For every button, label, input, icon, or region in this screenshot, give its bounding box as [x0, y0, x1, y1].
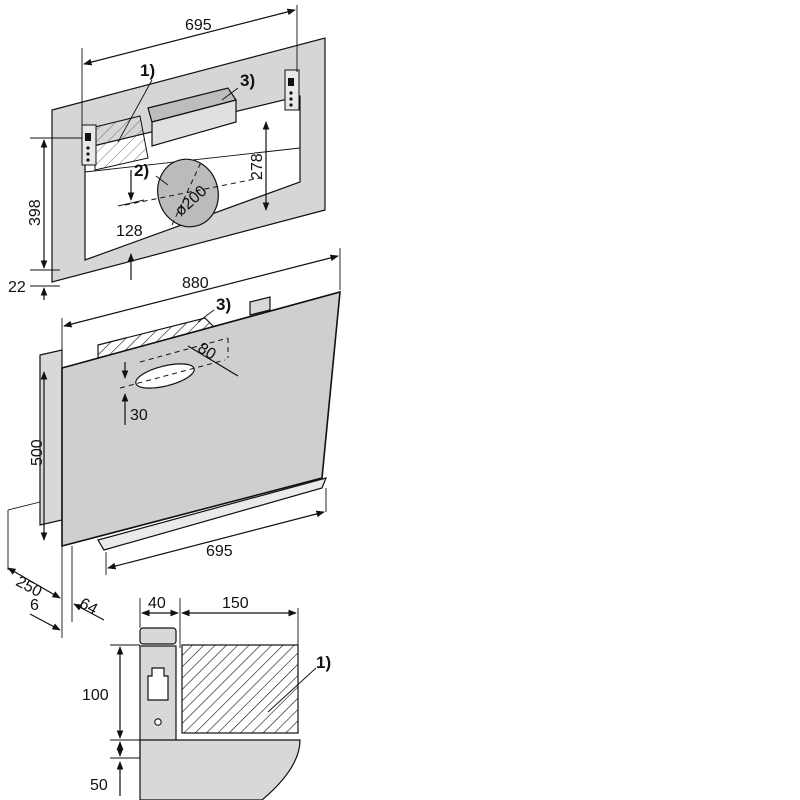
- dim-22: 22: [8, 279, 26, 296]
- right-side-support: [249, 296, 271, 316]
- dim-line-80: [187, 345, 239, 377]
- dim-880: 880: [182, 275, 209, 292]
- dim-150: 150: [222, 595, 249, 612]
- label-2-top: 2): [134, 161, 149, 180]
- wall-mounting-view: 695 1) 3) 2) 278 ø200 128 398 22: [8, 5, 326, 300]
- dim-40: 40: [148, 595, 166, 612]
- leader-3-front: [197, 309, 215, 323]
- dim-line-695-bottom: [107, 510, 325, 570]
- ext-line-250: [7, 501, 41, 511]
- leader-2-top: [155, 175, 169, 186]
- duct-3: [147, 87, 237, 147]
- dim-line-64: [73, 603, 105, 621]
- right-bracket: [284, 69, 300, 111]
- left-bracket: [81, 124, 97, 166]
- mount-hole-upper: [154, 718, 162, 726]
- label-3-top: 3): [240, 71, 255, 90]
- dim-80: 80: [195, 340, 219, 364]
- opening-dash-line: [119, 359, 226, 389]
- dim-line-880: [63, 254, 339, 328]
- dim-128: 128: [116, 223, 143, 240]
- dim-30: 30: [130, 407, 148, 424]
- leader-1-top: [117, 79, 153, 143]
- hood-panel: [61, 290, 341, 548]
- center-line-horizontal: [124, 177, 261, 206]
- dim-50: 50: [90, 777, 108, 794]
- detail-bracket-cap: [139, 627, 177, 645]
- dim-398: 398: [27, 199, 44, 226]
- label-1-top: 1): [140, 61, 155, 80]
- dim-695-bottom: 695: [206, 543, 233, 560]
- leader-1-detail: [267, 667, 317, 713]
- opening-dash-top: [139, 337, 229, 363]
- leader-3-top: [221, 87, 239, 101]
- dim-line-250: [7, 567, 61, 599]
- dim-128-tick: [117, 199, 145, 207]
- center-line-diagonal: [171, 159, 203, 226]
- keyhole-slot-icon: [147, 667, 169, 701]
- dim-6: 6: [30, 597, 39, 614]
- left-side-support: [39, 349, 63, 526]
- cabinet-underside: [139, 739, 301, 800]
- dim-line-695-top: [83, 8, 296, 66]
- hatched-area-1-detail: [181, 644, 299, 734]
- bracket-detail-view: 40 150 1) 100 50: [82, 595, 331, 800]
- exhaust-opening: [157, 158, 219, 228]
- label-1-detail: 1): [316, 653, 331, 672]
- dim-100: 100: [82, 687, 109, 704]
- dim-64: 64: [76, 595, 100, 618]
- dim-278: 278: [249, 153, 266, 180]
- dim-695-top: 695: [185, 17, 212, 34]
- hood-panel-view: 880 3) 80 30 500 695: [7, 248, 341, 638]
- dim-500: 500: [29, 439, 46, 466]
- label-3-front: 3): [216, 295, 231, 314]
- dim-250: 250: [13, 573, 45, 601]
- detail-bracket-body: [139, 645, 177, 759]
- dim-line-6: [29, 613, 61, 631]
